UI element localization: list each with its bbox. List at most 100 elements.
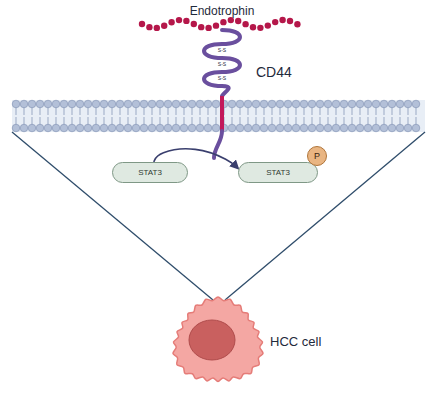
lipid-head bbox=[204, 124, 212, 132]
chain-bead bbox=[294, 21, 300, 27]
lipid-head bbox=[140, 100, 148, 108]
chain-bead bbox=[176, 17, 182, 23]
endotrophin-chain bbox=[139, 17, 301, 31]
lipid-head bbox=[28, 100, 36, 108]
chain-bead bbox=[220, 19, 226, 25]
chain-bead bbox=[168, 19, 174, 25]
lipid-head bbox=[188, 100, 196, 108]
lipid-head bbox=[100, 124, 108, 132]
lipid-head bbox=[284, 124, 292, 132]
lipid-head bbox=[44, 100, 52, 108]
lipid-head bbox=[412, 100, 420, 108]
chain-bead bbox=[250, 24, 256, 30]
lipid-head bbox=[236, 124, 244, 132]
chain-bead bbox=[183, 18, 189, 24]
hcc-cell bbox=[173, 297, 263, 382]
lipid-head bbox=[140, 124, 148, 132]
cd44-receptor bbox=[204, 30, 240, 96]
lipid-head bbox=[364, 100, 372, 108]
node-text: P bbox=[314, 151, 320, 161]
lipid-head bbox=[388, 100, 396, 108]
lipid-head bbox=[180, 100, 188, 108]
zoom-line bbox=[12, 132, 213, 300]
lipid-head bbox=[196, 124, 204, 132]
lipid-head bbox=[52, 100, 60, 108]
lipid-head bbox=[148, 100, 156, 108]
lipid-head bbox=[308, 100, 316, 108]
chain-bead bbox=[154, 25, 160, 31]
node-text: STAT3 bbox=[138, 168, 162, 177]
lipid-head bbox=[188, 124, 196, 132]
cell-label: HCC cell bbox=[270, 334, 321, 349]
lipid-head bbox=[20, 100, 28, 108]
lipid-head bbox=[396, 124, 404, 132]
lipid-head bbox=[316, 100, 324, 108]
lipid-head bbox=[292, 124, 300, 132]
lipid-head bbox=[388, 124, 396, 132]
lipid-head bbox=[172, 124, 180, 132]
lipid-head bbox=[116, 124, 124, 132]
lipid-head bbox=[132, 100, 140, 108]
lipid-head bbox=[252, 100, 260, 108]
chain-bead bbox=[139, 21, 145, 27]
lipid-head bbox=[172, 100, 180, 108]
chain-bead bbox=[198, 24, 204, 30]
lipid-head bbox=[292, 100, 300, 108]
chain-bead bbox=[235, 18, 241, 24]
cell-membrane bbox=[12, 100, 425, 132]
receptor-label: CD44 bbox=[256, 64, 292, 80]
lipid-head bbox=[244, 124, 252, 132]
lipid-head bbox=[68, 100, 76, 108]
lipid-head bbox=[316, 124, 324, 132]
lipid-head bbox=[332, 100, 340, 108]
lipid-head bbox=[84, 124, 92, 132]
cell-nucleus bbox=[189, 320, 235, 360]
node-text: STAT3 bbox=[266, 168, 290, 177]
lipid-head bbox=[148, 124, 156, 132]
lipid-head bbox=[244, 100, 252, 108]
lipid-head bbox=[60, 124, 68, 132]
chain-bead bbox=[213, 22, 219, 28]
lipid-head bbox=[76, 100, 84, 108]
chain-bead bbox=[279, 17, 285, 23]
lipid-head bbox=[196, 100, 204, 108]
lipid-head bbox=[268, 124, 276, 132]
lipid-head bbox=[300, 124, 308, 132]
lipid-head bbox=[44, 124, 52, 132]
chain-bead bbox=[191, 21, 197, 27]
lipid-head bbox=[156, 100, 164, 108]
lipid-head bbox=[324, 100, 332, 108]
lipid-head bbox=[348, 100, 356, 108]
lipid-head bbox=[228, 124, 236, 132]
disulfide-label: S-S bbox=[218, 47, 226, 53]
lipid-head bbox=[364, 124, 372, 132]
lipid-head bbox=[12, 124, 20, 132]
chain-bead bbox=[242, 21, 248, 27]
lipid-head bbox=[300, 100, 308, 108]
lipid-head bbox=[84, 100, 92, 108]
lipid-head bbox=[348, 124, 356, 132]
lipid-head bbox=[228, 100, 236, 108]
disulfide-label: S-S bbox=[218, 75, 226, 81]
lipid-head bbox=[124, 100, 132, 108]
lipid-head bbox=[236, 100, 244, 108]
lipid-head bbox=[412, 124, 420, 132]
chain-bead bbox=[287, 18, 293, 24]
lipid-head bbox=[340, 124, 348, 132]
lipid-head bbox=[164, 124, 172, 132]
lipid-head bbox=[124, 124, 132, 132]
phosphate-badge: P bbox=[307, 146, 327, 166]
lipid-head bbox=[92, 100, 100, 108]
lipid-head bbox=[156, 124, 164, 132]
lipid-head bbox=[404, 124, 412, 132]
lipid-head bbox=[276, 100, 284, 108]
lipid-head bbox=[284, 100, 292, 108]
lipid-head bbox=[52, 124, 60, 132]
lipid-head bbox=[324, 124, 332, 132]
lipid-head bbox=[132, 124, 140, 132]
lipid-head bbox=[12, 100, 20, 108]
lipid-head bbox=[36, 124, 44, 132]
zoom-line bbox=[225, 132, 425, 300]
lipid-head bbox=[252, 124, 260, 132]
